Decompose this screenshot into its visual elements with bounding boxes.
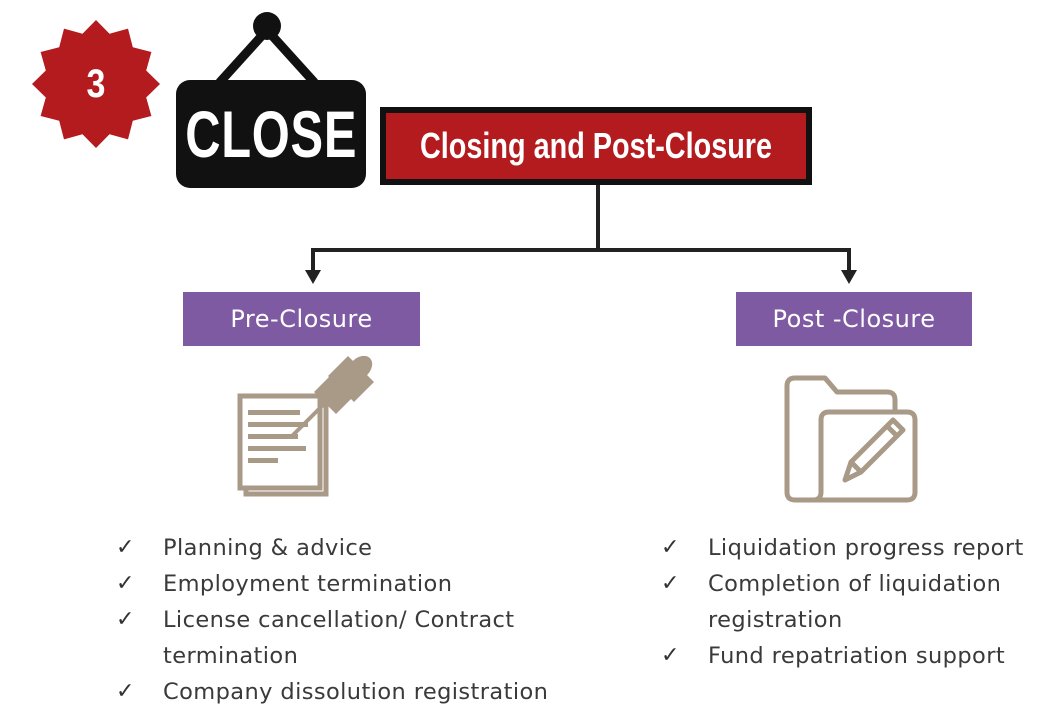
pre-closure-box: Pre-Closure: [183, 292, 420, 346]
pre-closure-list: ✓ Planning & advice ✓ Employment terminati…: [116, 530, 556, 710]
check-icon: ✓: [116, 607, 135, 632]
list-item-text: Fund repatriation support: [708, 643, 1006, 669]
close-sign-text: CLOSE: [185, 97, 357, 171]
pre-closure-label: Pre-Closure: [230, 305, 373, 333]
page-title: Closing and Post-Closure: [419, 125, 773, 166]
list-item: ✓ License cancellation/ Contract terminat…: [116, 602, 563, 674]
sign-hanger-icon: [215, 12, 319, 87]
title-box: Closing and Post-Closure: [380, 107, 812, 185]
starburst-icon: [32, 20, 160, 148]
list-item: ✓ Company dissolution registration: [116, 674, 556, 710]
post-closure-list: ✓ Liquidation progress report ✓ Completion…: [661, 530, 1055, 674]
list-item: ✓ Employment termination: [116, 566, 556, 602]
post-closure-box: Post -Closure: [736, 292, 972, 346]
list-item-text: License cancellation/ Contract terminati…: [163, 607, 515, 669]
list-item-text: Company dissolution registration: [163, 679, 549, 705]
step-badge: 3: [30, 18, 162, 150]
list-item: ✓ Completion of liquidation registration: [661, 566, 1053, 638]
list-item-text: Employment termination: [163, 571, 453, 597]
list-item-text: Completion of liquidation registration: [708, 571, 1002, 633]
list-item-text: Liquidation progress report: [708, 535, 1024, 561]
check-icon: ✓: [661, 571, 680, 596]
check-icon: ✓: [116, 571, 135, 596]
list-item: ✓ Liquidation progress report: [661, 530, 1055, 566]
title-fill: Closing and Post-Closure: [386, 113, 806, 179]
arrow-down-icon: [841, 270, 857, 284]
list-item: ✓ Planning & advice: [116, 530, 556, 566]
step-number: 3: [86, 61, 106, 106]
check-icon: ✓: [661, 643, 680, 668]
arrow-down-icon: [305, 270, 321, 284]
folder-pencil-icon: [784, 375, 918, 503]
check-icon: ✓: [116, 535, 135, 560]
check-icon: ✓: [661, 535, 680, 560]
post-closure-label: Post -Closure: [772, 305, 936, 333]
document-pin-icon: [237, 355, 374, 497]
list-item: ✓ Fund repatriation support: [661, 638, 1055, 674]
close-sign: CLOSE: [176, 80, 366, 188]
list-item-text: Planning & advice: [163, 535, 373, 561]
check-icon: ✓: [116, 679, 135, 704]
